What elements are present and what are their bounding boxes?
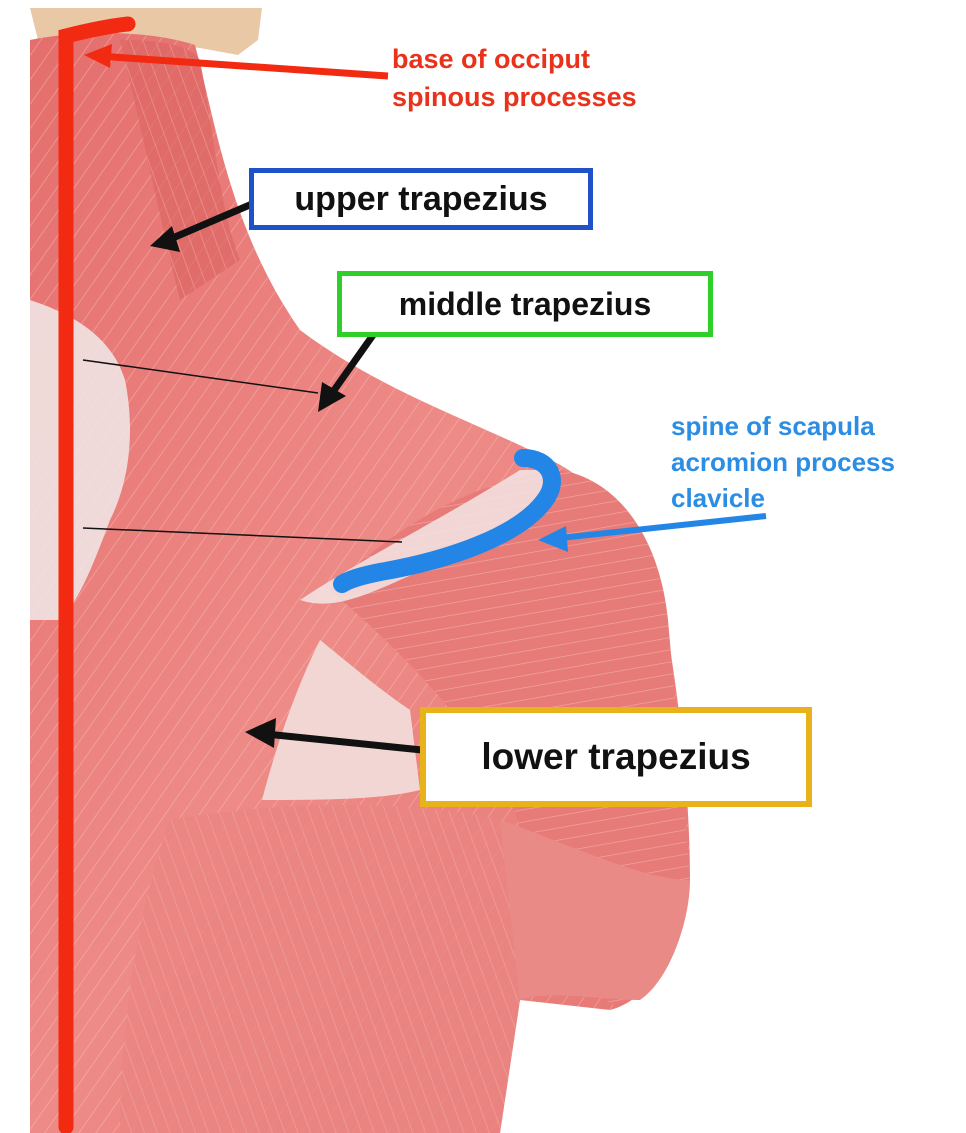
middle-trapezius-label: middle trapezius [399,286,652,323]
lower-trapezius-label-box: lower trapezius [420,707,812,807]
scapula-label: spine of scapula acromion process clavic… [671,408,895,516]
upper-trapezius-label-box: upper trapezius [249,168,593,230]
scapula-label-line-1: spine of scapula [671,408,895,444]
scapula-label-line-3: clavicle [671,480,895,516]
middle-trapezius-label-box: middle trapezius [337,271,713,337]
occiput-label: base of occiput spinous processes [392,40,637,116]
upper-trapezius-label: upper trapezius [294,180,547,219]
occiput-label-line-2: spinous processes [392,78,637,116]
occiput-label-line-1: base of occiput [392,40,637,78]
scapula-label-line-2: acromion process [671,444,895,480]
lower-trapezius-label: lower trapezius [481,736,750,778]
